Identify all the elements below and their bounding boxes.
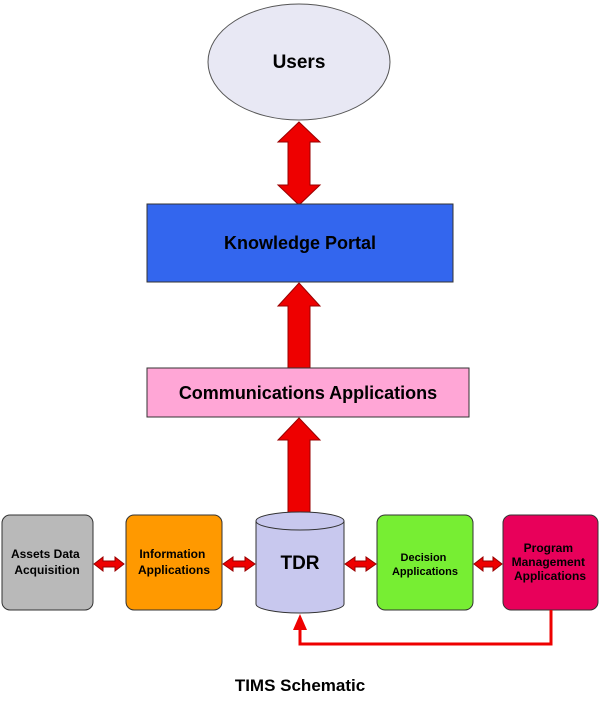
decision-label: Decision Applications	[392, 552, 458, 578]
decision-label-line-1: Decision	[401, 552, 447, 564]
tdr-node: TDR	[255, 511, 345, 614]
tdr-to-communications-arrow	[276, 417, 322, 515]
assets-shape	[1, 514, 94, 611]
knowledge-portal-shape	[146, 203, 454, 283]
communications-label: Communications Applications	[179, 383, 437, 403]
users-label: Users	[273, 52, 326, 73]
tdr-label: TDR	[280, 553, 319, 574]
communications-node: Communications Applications	[146, 367, 470, 418]
decision-shape	[376, 514, 474, 611]
program-to-tdr-feedback-line	[298, 610, 553, 646]
program-label: Program Management Applications	[512, 541, 589, 583]
users-node: Users	[207, 3, 391, 121]
tdr-cylinder-top	[255, 511, 345, 531]
communications-to-portal-arrow	[276, 282, 322, 369]
communications-shape	[146, 367, 470, 418]
knowledge-portal-node: Knowledge Portal	[146, 203, 454, 283]
tdr-decision-double-arrow	[344, 556, 377, 572]
assets-information-double-arrow	[93, 555, 125, 573]
information-node: Information Applications	[125, 514, 223, 611]
knowledge-portal-label: Knowledge Portal	[224, 233, 376, 253]
users-portal-double-arrow	[276, 121, 322, 206]
program-label-line-3: Applications	[514, 569, 586, 583]
assets-label-line-1: Assets Data	[11, 547, 80, 561]
program-to-tdr-feedback-arrowhead	[293, 614, 307, 630]
decision-program-double-arrow	[473, 555, 503, 573]
program-label-line-2: Management	[512, 555, 585, 569]
program-node: Program Management Applications	[502, 514, 599, 611]
assets-node: Assets Data Acquisition	[1, 514, 94, 611]
information-shape	[125, 514, 223, 611]
information-tdr-double-arrow	[222, 556, 256, 572]
decision-node: Decision Applications	[376, 514, 474, 611]
program-label-line-1: Program	[524, 541, 573, 555]
information-label-line-2: Applications	[138, 563, 210, 577]
users-shape	[207, 3, 391, 121]
tdr-cylinder-body	[255, 521, 345, 614]
diagram-caption: TIMS Schematic	[234, 676, 366, 695]
information-label-line-1: Information	[139, 547, 205, 561]
assets-label-line-2: Acquisition	[14, 563, 79, 577]
assets-label: Assets Data Acquisition	[11, 547, 83, 577]
decision-label-line-2: Applications	[392, 566, 458, 578]
information-label: Information Applications	[138, 547, 210, 577]
